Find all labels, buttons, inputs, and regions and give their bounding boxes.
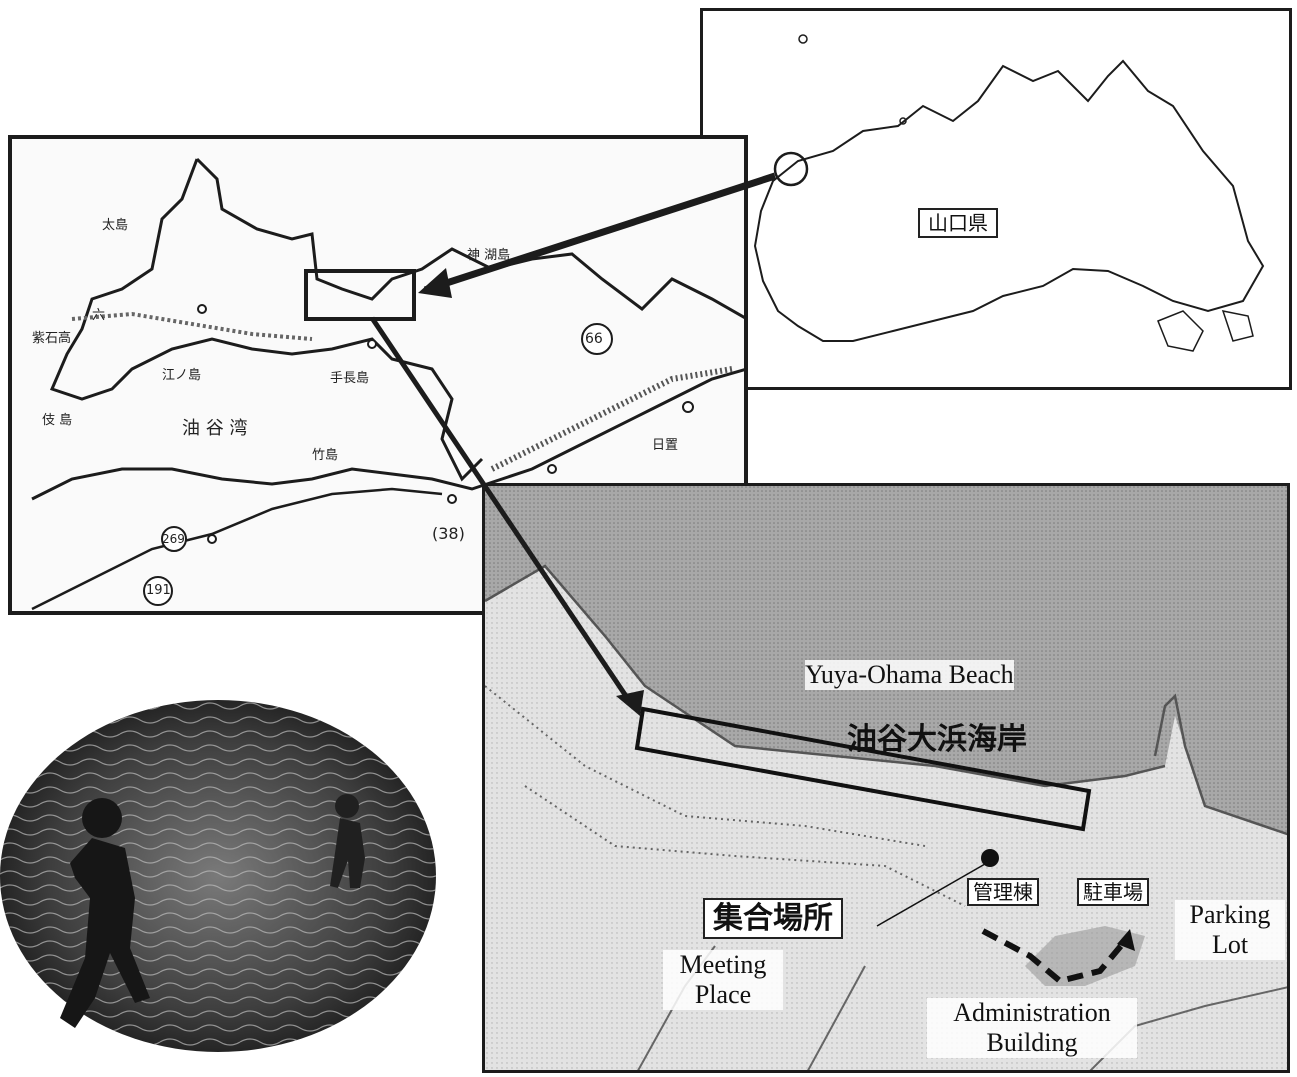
place-label: 江ノ島: [162, 368, 202, 383]
route-arrow: [981, 928, 1128, 985]
place-label: 六: [92, 308, 106, 323]
location-circle: [773, 151, 809, 187]
parking-lot-en: Parking Lot: [1175, 900, 1285, 960]
beach-highlight-box: [634, 706, 1092, 832]
prefecture-label: 山口県: [918, 208, 998, 238]
beach-name-en: Yuya-Ohama Beach: [805, 660, 1014, 690]
place-label: 竹島: [312, 448, 339, 463]
running-child-figure: [60, 798, 150, 1028]
route-label: 66: [585, 331, 603, 347]
beach-name-jp: 油谷大浜海岸: [847, 722, 1027, 757]
meeting-place-jp: 集合場所: [703, 898, 843, 939]
prefecture-map-panel: 山口県: [700, 8, 1292, 390]
distant-child-figure: [330, 794, 365, 888]
parking-lot-jp: 駐車場: [1077, 878, 1149, 906]
prefecture-outline: [753, 34, 1265, 352]
place-label: 太島: [102, 218, 129, 233]
place-label: 伎 島: [42, 413, 73, 428]
route-label: (38): [432, 524, 465, 543]
place-label: 日置: [652, 438, 679, 453]
place-label: 神 湖島: [467, 248, 511, 263]
admin-building-en: Administration Building: [927, 998, 1137, 1058]
meeting-place-en: Meeting Place: [663, 950, 783, 1010]
beach-photo: [0, 700, 436, 1052]
meeting-point-marker: [981, 849, 999, 867]
admin-building-jp: 管理棟: [967, 878, 1039, 906]
detail-map-drawing: [485, 486, 1287, 1070]
route-label: 269: [162, 532, 185, 546]
place-label: 紫石高: [32, 331, 72, 346]
place-label: 油 谷 湾: [182, 418, 248, 439]
place-label: 手長島: [330, 371, 370, 386]
route-label: 191: [146, 583, 171, 598]
detail-map-panel: Yuya-Ohama Beach 油谷大浜海岸 集合場所 Meeting Pla…: [482, 483, 1290, 1073]
beach-zoom-box: [304, 269, 416, 321]
